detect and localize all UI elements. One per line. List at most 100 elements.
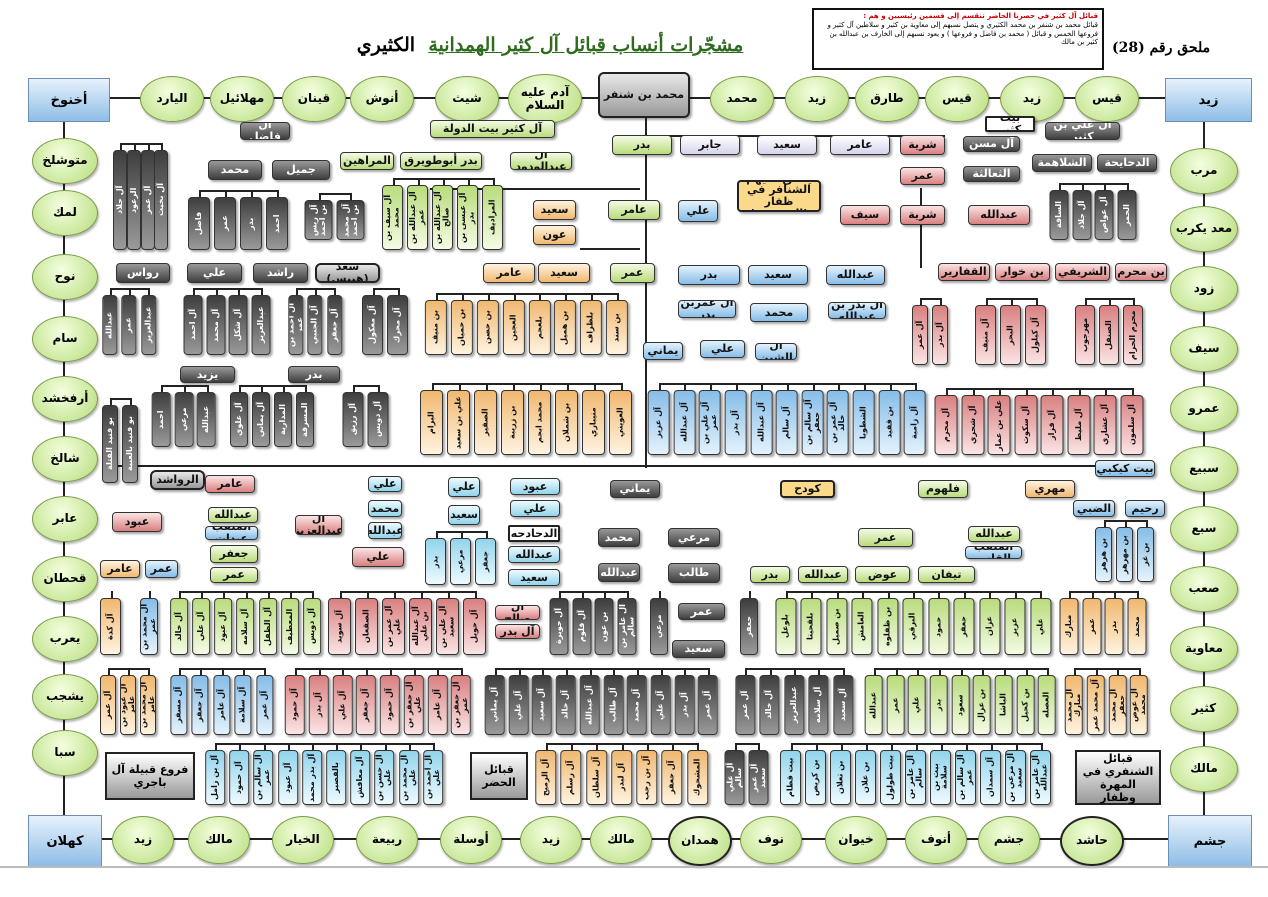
leaf-node: بلعجم [528, 300, 551, 355]
leaf-node: فاضل [188, 197, 210, 250]
right-chain-node: سبع [1170, 506, 1238, 552]
leaf-node: بن زريبة [501, 390, 524, 455]
connector-line [790, 743, 793, 750]
node-bin-muharram: بن محرم [1115, 263, 1167, 281]
node-awad: عوض [855, 566, 910, 583]
leaf-node: آل محمد عمر [1086, 675, 1105, 735]
leaf-node: آل مليط [1067, 395, 1090, 455]
node-al-badr-abdullah: آل بدر بن عبدالله [828, 302, 886, 319]
leaf-node: آل بدر [932, 305, 948, 365]
node-badr-abutuwairiq: بدر أبوطويرق [400, 152, 482, 170]
leaf-node: آل احمد بن عمر [288, 295, 304, 355]
node-umar-g2: عمر [210, 567, 258, 583]
leaf-node: الباشا [995, 675, 1013, 735]
connector-line [109, 288, 112, 295]
connector-line [315, 288, 317, 295]
leaf-node: آل علي [332, 675, 353, 735]
connector-line [289, 591, 292, 598]
leaf-node: المراديف [482, 185, 503, 250]
right-chain-node: مرب [1170, 148, 1238, 194]
connector-line [1069, 591, 1072, 598]
connector-line [1052, 388, 1055, 395]
connector-line [1103, 520, 1106, 527]
leaf-node: سعود [951, 675, 970, 735]
connector-line [225, 190, 227, 197]
leaf-node: آل عبدالله [750, 390, 773, 455]
leaf-node: بن حصن [476, 300, 499, 355]
connector-line [785, 591, 788, 598]
connector-line [734, 743, 737, 750]
connector-line [435, 293, 618, 295]
connector-line [1095, 668, 1098, 675]
leaf-node: آل احمد بن علي [422, 750, 443, 805]
connector-line [366, 668, 369, 675]
node-umar1: عمر [900, 167, 945, 185]
connector-line [161, 385, 164, 392]
connector-line [389, 668, 392, 675]
connector-line [430, 188, 640, 190]
connector-line [311, 743, 314, 750]
leaf-node: علي [908, 675, 926, 735]
leaf-node: الصنقل [1099, 305, 1119, 365]
left-chain-node: نوح [32, 254, 98, 300]
connector-line [467, 178, 470, 185]
right-chain-node: صعب [1170, 566, 1238, 612]
node-saeed1: سعيد [757, 135, 817, 155]
leaf-node: بن صميل [825, 598, 848, 655]
leaf-node: آل جعفر [661, 750, 683, 805]
leaf-node: بن هميل [554, 300, 577, 355]
connector-line [261, 385, 263, 392]
connector-line [178, 668, 181, 675]
leaf-node: آل حمود [229, 750, 250, 805]
connector-line [461, 293, 464, 300]
node-dahayha: الدحايحة [1097, 154, 1157, 172]
leaf-node: بن ظفلوه [876, 598, 899, 655]
connector-line [985, 298, 988, 305]
leaf-node: المسرقة [296, 392, 314, 447]
leaf-node: آل طالب [603, 675, 624, 735]
leaf-node: آل دويس [302, 598, 321, 655]
right-chain-node: مالك [1170, 746, 1238, 792]
connector-line [1126, 183, 1129, 190]
leaf-node: آل الجنبي [307, 295, 323, 355]
leaf-node: آل احمد [184, 295, 203, 355]
right-chain-node: زود [1170, 266, 1238, 312]
note-box: قبائل آل كثير في حصرنا الحاضر تنقسم إلى … [812, 8, 1104, 70]
leaf-node: آل عبود [214, 598, 233, 655]
leaf-node: عمر [886, 675, 905, 735]
node-qafarir: القفارير [938, 263, 990, 281]
node-al-abdulwadud: آل عبدالودود [510, 152, 572, 170]
leaf-node: آل عبدالله بن صالح [432, 185, 453, 250]
bottom-chain-node: مالك [590, 816, 652, 864]
connector-line [518, 668, 521, 675]
connector-line [147, 143, 150, 150]
callout-shanfari: قبائل الشنفري في المهرة وظفار [1075, 750, 1161, 805]
connector-line [110, 591, 113, 598]
leaf-node: آل عبدالله [579, 675, 600, 735]
connector-line [193, 288, 261, 290]
connector-line [613, 668, 616, 675]
leaf-node: آل عبدالله [673, 390, 696, 455]
leaf-node: مهرجوب [1075, 305, 1095, 365]
connector-line [1010, 298, 1013, 305]
leaf-node: مرعي [450, 538, 471, 585]
leaf-node: آل محمد [627, 675, 647, 735]
node-saeed-o: سعيد [533, 200, 576, 220]
connector-line [392, 178, 395, 185]
leaf-node: بن عزال [973, 675, 991, 735]
bottom-chain-node: همدان [668, 816, 732, 866]
leaf-node: بلوعل [775, 598, 797, 655]
connector-line [397, 288, 400, 295]
bottom-chain-node: خيوان [825, 816, 887, 864]
connector-line [353, 385, 356, 392]
connector-line [1104, 183, 1107, 190]
connector-line [239, 385, 305, 387]
connector-line [710, 383, 713, 390]
leaf-node: آل قلوم [572, 598, 591, 655]
leaf-node: آل عامر [212, 675, 231, 735]
leaf-node: آل بخيت [154, 150, 169, 250]
top-chain-node: شيث [435, 76, 499, 122]
connector-line [604, 591, 607, 598]
leaf-node: آل جلاد [113, 150, 127, 250]
leaf-node: آل محرم [935, 395, 958, 455]
